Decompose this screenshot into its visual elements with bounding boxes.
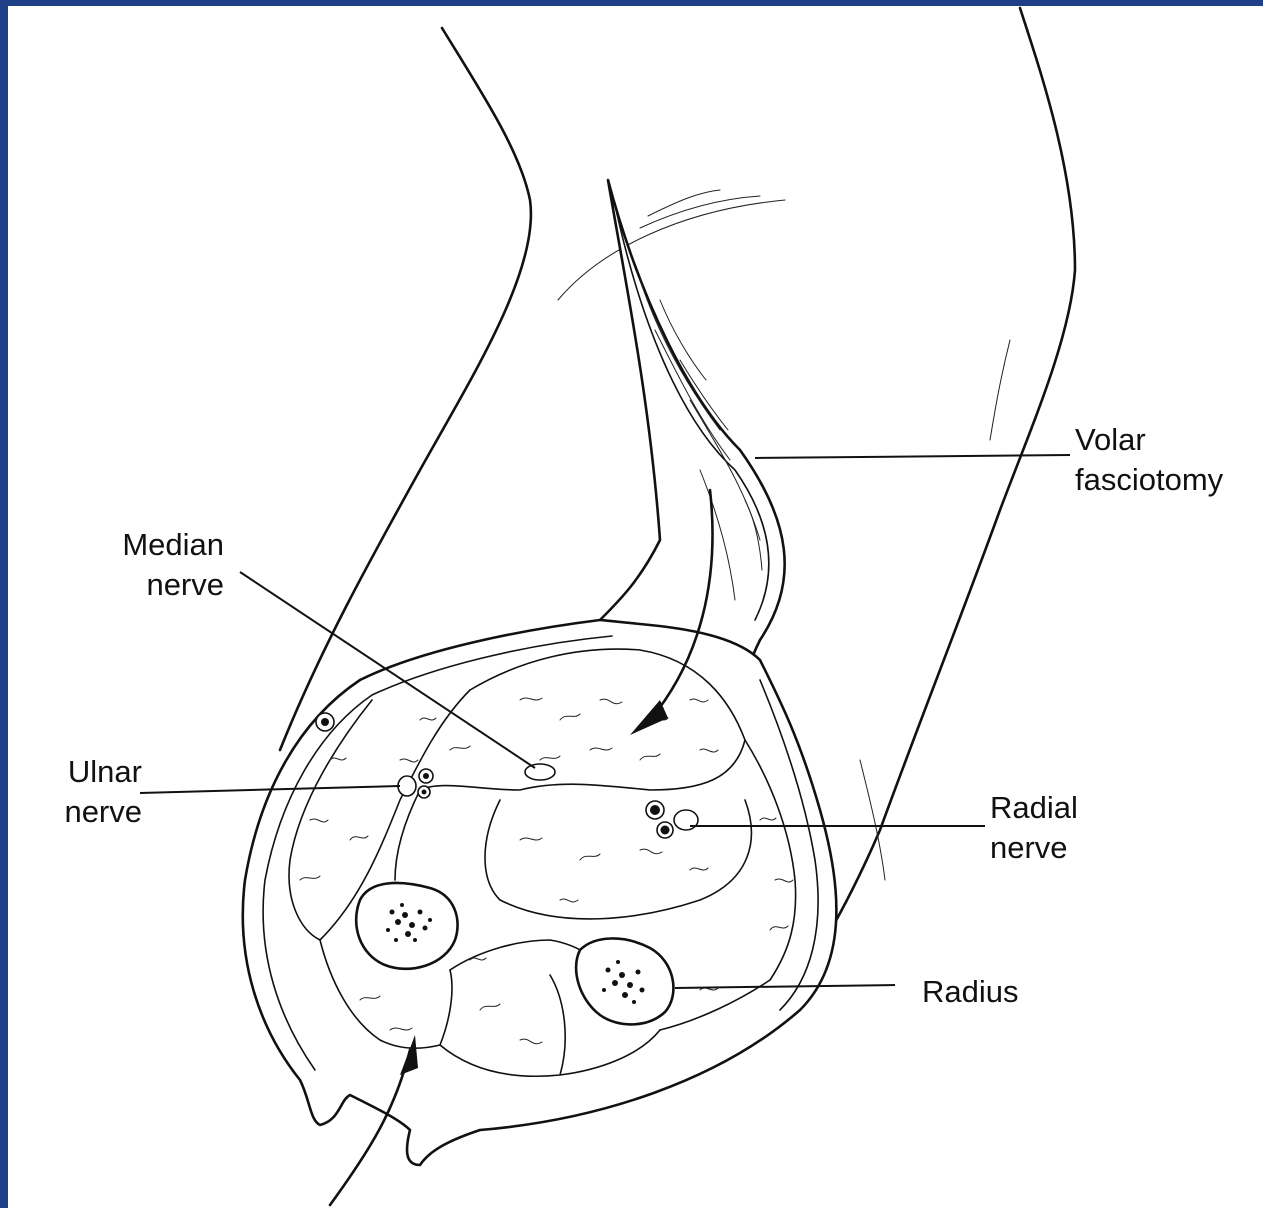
label-median-line1: Median: [100, 525, 224, 565]
label-ulnar-line2: nerve: [40, 792, 142, 832]
elbow-crease-2: [648, 190, 720, 216]
leader-volar-fasciotomy: [755, 455, 1070, 458]
label-median-line2: nerve: [100, 565, 224, 605]
label-volar-fasciotomy: Volar fasciotomy: [1075, 420, 1223, 500]
label-radial-line1: Radial: [990, 788, 1078, 828]
label-radial-line2: nerve: [990, 828, 1078, 868]
ulna-bone: [356, 883, 457, 969]
label-radial-nerve: Radial nerve: [990, 788, 1078, 868]
label-median-nerve: Median nerve: [100, 525, 224, 605]
label-volar-line2: fasciotomy: [1075, 460, 1223, 500]
label-ulnar-nerve: Ulnar nerve: [40, 752, 142, 832]
arm-shading-2: [860, 760, 885, 880]
cross-section-outline: [243, 620, 837, 1165]
vessel-upper-left: [316, 713, 334, 731]
elbow-crease-3: [640, 196, 760, 228]
label-volar-line1: Volar: [1075, 420, 1223, 460]
label-radius-line1: Radius: [922, 972, 1019, 1012]
arm-shading: [990, 340, 1010, 440]
label-ulnar-line1: Ulnar: [40, 752, 142, 792]
label-radius: Radius: [922, 972, 1019, 1012]
median-nerve-shape: [525, 764, 555, 780]
